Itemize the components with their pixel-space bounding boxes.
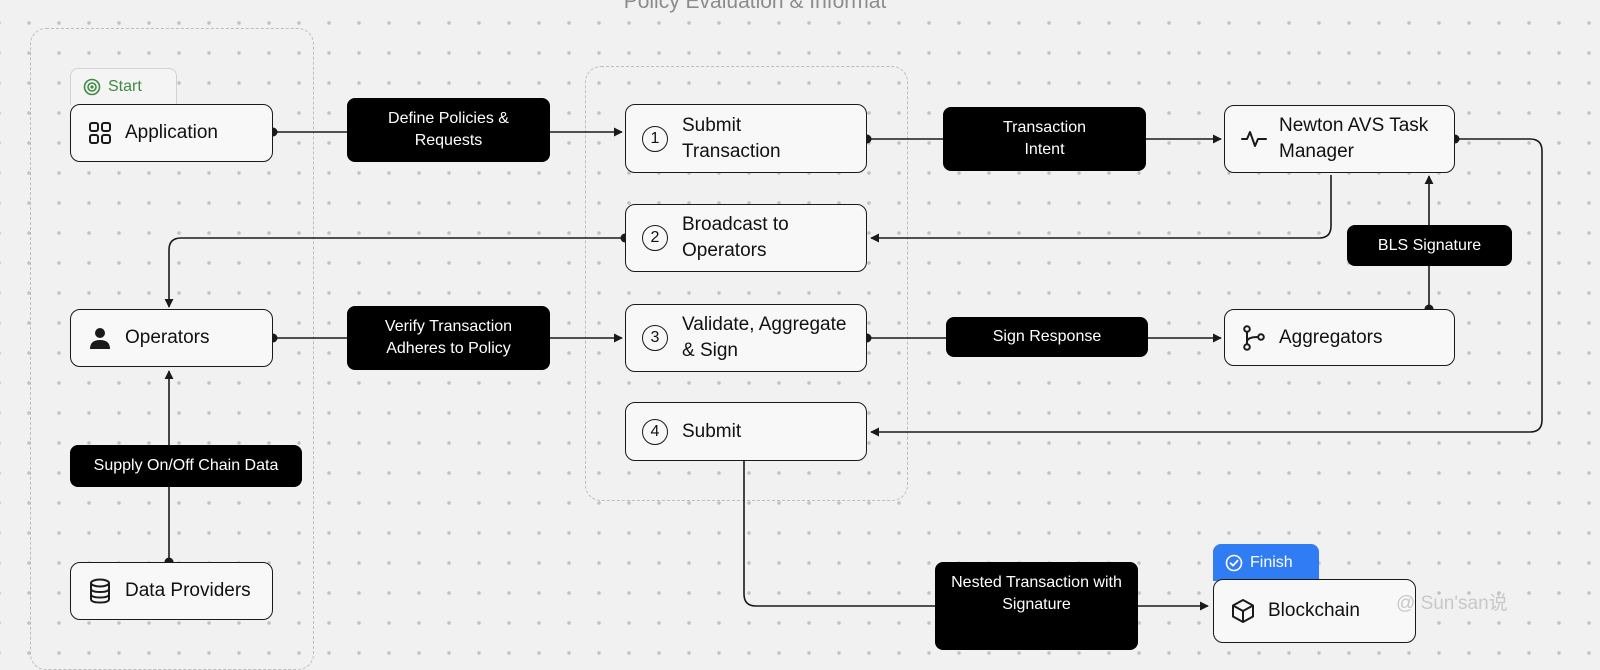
aggregators-label: Aggregators [1279,326,1383,348]
step-submit-transaction-label: Submit Transaction [682,114,781,162]
start-tab-label: Start [108,78,142,95]
target-icon [83,78,101,96]
step-submit-transaction[interactable]: 1 Submit Transaction [625,104,867,173]
edge-label-bls-signature: BLS Signature [1347,225,1512,266]
finish-tab: Finish [1213,544,1319,581]
edge-label-supply-data: Supply On/Off Chain Data [70,445,302,487]
edge-label-nested-transaction: Nested Transaction with Signature [935,562,1138,650]
application-label: Application [125,122,218,143]
step-broadcast[interactable]: 2 Broadcast to Operators [625,204,867,272]
step-number-1: 1 [642,125,668,152]
operators-node[interactable]: Operators [70,309,273,367]
step-submit-label: Submit [682,420,742,442]
edge-submit-to-blockchain [743,461,1209,611]
start-tab: Start [70,68,177,105]
edge-task-manager-to-submit [870,138,1543,437]
check-circle-icon [1225,554,1243,571]
application-node[interactable]: Application [70,104,273,162]
step-broadcast-label: Broadcast to Operators [682,214,789,261]
step-submit[interactable]: 4 Submit [625,402,867,461]
edge-label-verify-transaction: Verify Transaction Adheres to Policy [347,306,550,370]
edge-label-transaction-intent: Transaction Intent [943,107,1146,171]
step-number-2: 2 [642,225,668,251]
edge-label-sign-response: Sign Response [946,317,1148,357]
step-number-4: 4 [642,418,668,445]
watermark: @ Sun'san说 [1396,593,1508,614]
finish-tab-label: Finish [1250,553,1293,571]
step-number-3: 3 [642,325,668,351]
person-icon [87,325,113,351]
edge-task-manager-to-broadcast [870,175,1332,243]
policy-evaluation-group-title: Policy Evaluation & Informat [623,0,887,13]
step-validate-label: Validate, Aggregate & Sign [682,314,847,361]
database-icon [87,578,113,604]
step-validate[interactable]: 3 Validate, Aggregate & Sign [625,304,867,372]
data-providers-node[interactable]: Data Providers [70,562,273,620]
grid-icon [87,120,113,146]
edge-label-define-policies: Define Policies & Requests [347,98,550,162]
git-branch-icon [1241,324,1267,351]
data-providers-label: Data Providers [125,580,251,601]
operators-label: Operators [125,327,210,348]
cube-icon [1230,598,1256,624]
policy-evaluation-group [585,66,908,501]
task-manager-node[interactable]: Newton AVS Task Manager [1224,105,1455,173]
blockchain-label: Blockchain [1268,600,1360,621]
activity-icon [1241,126,1267,152]
aggregators-node[interactable]: Aggregators [1224,309,1455,366]
blockchain-node[interactable]: Blockchain [1213,579,1416,643]
task-manager-label: Newton AVS Task Manager [1279,115,1429,162]
edge-broadcast-to-operators [164,237,625,308]
